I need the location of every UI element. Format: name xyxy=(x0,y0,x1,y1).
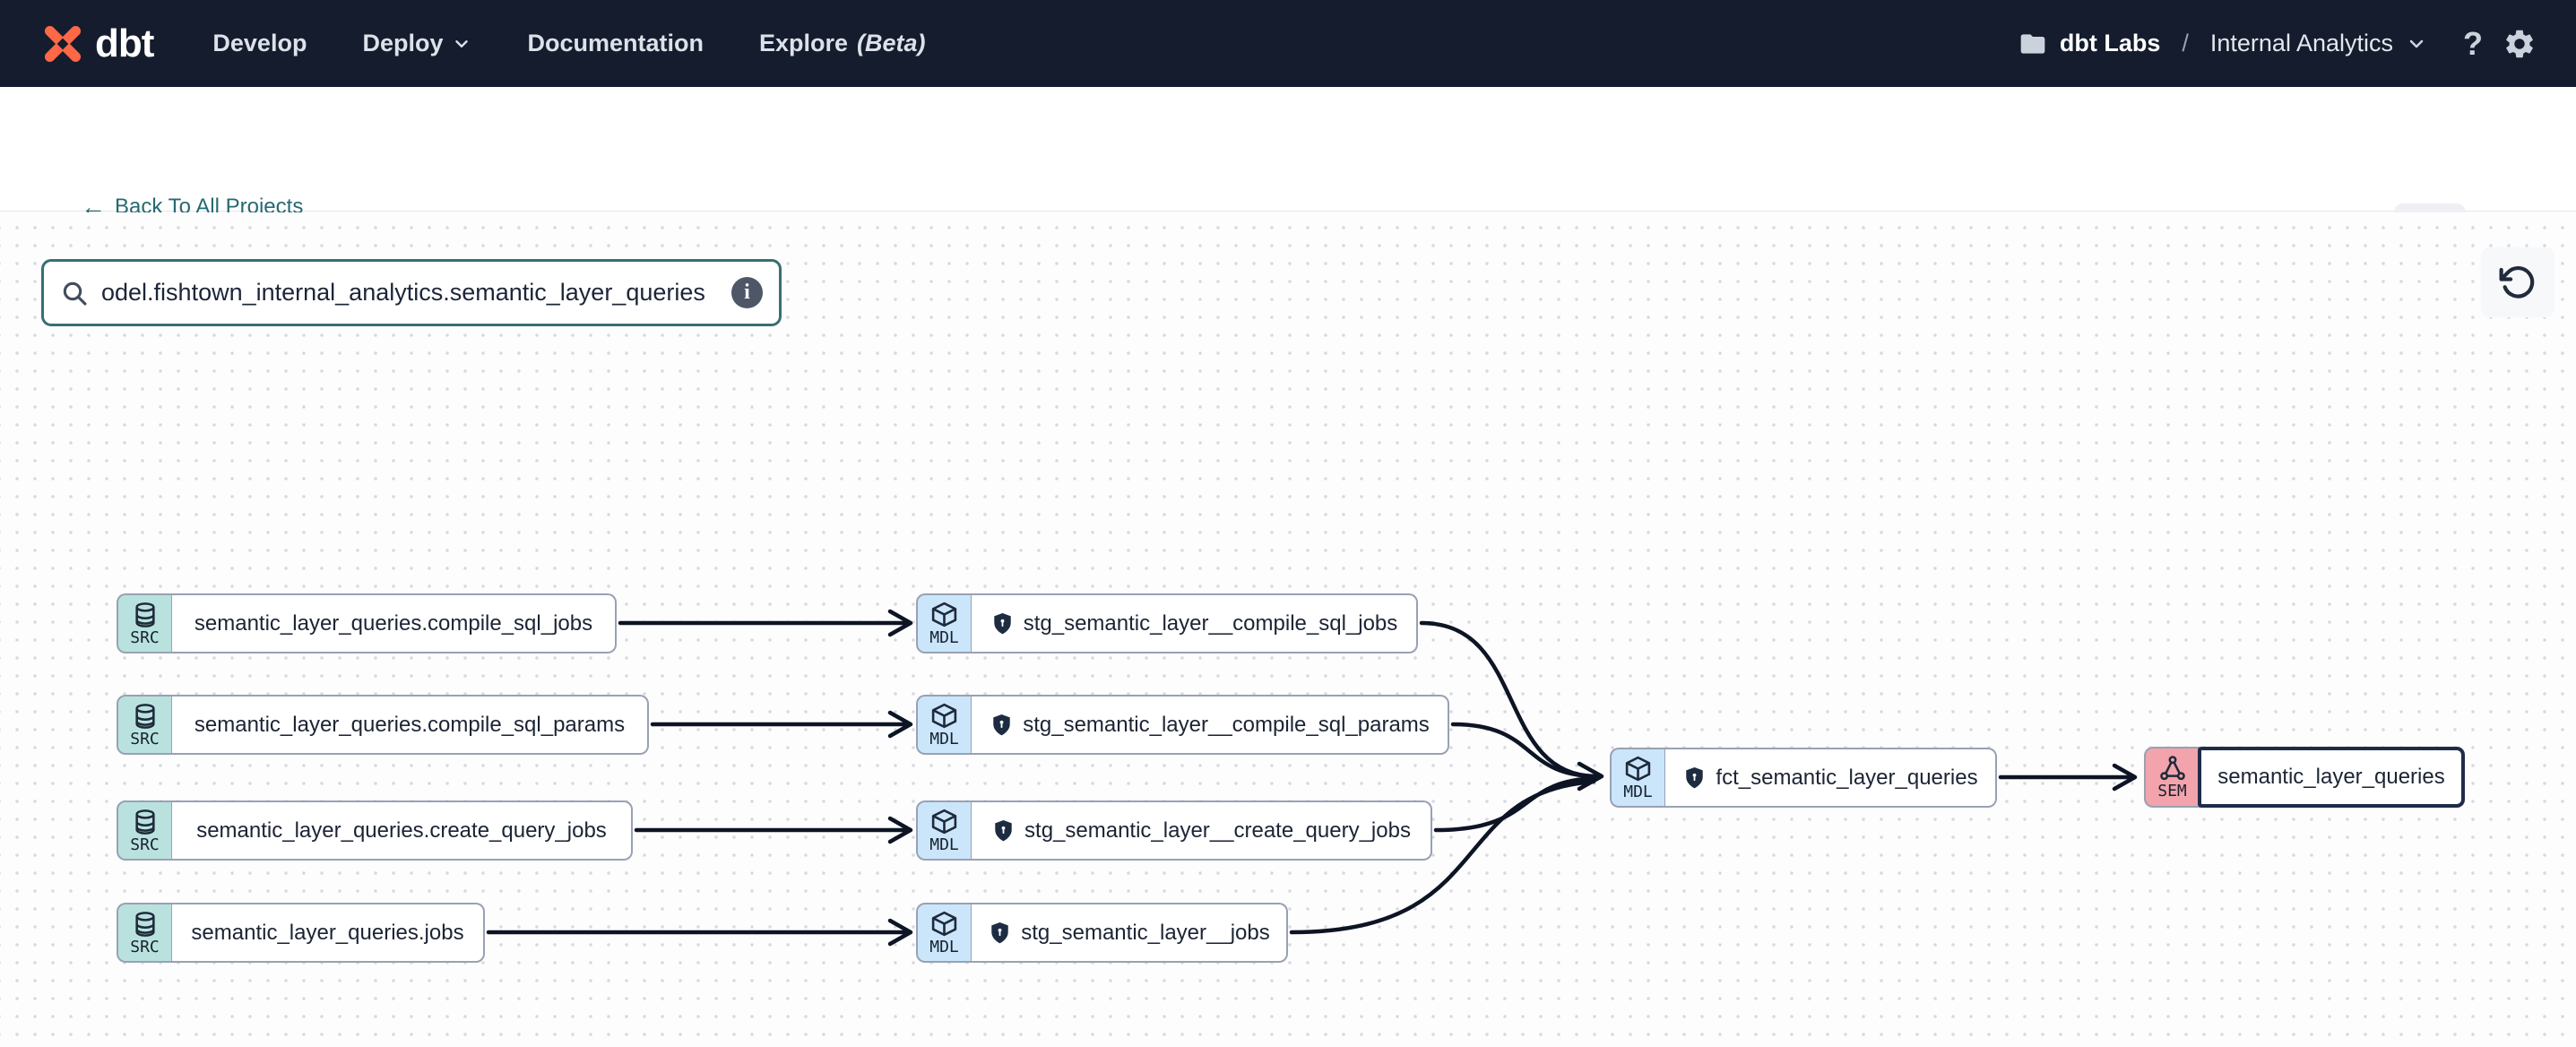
graph-node-stg-jobs[interactable]: MDL stg_semantic_layer__jobs xyxy=(916,903,1288,963)
edge-src-jobs-to-stg xyxy=(486,918,913,947)
node-type-badge: MDL xyxy=(1610,748,1665,808)
lineage-canvas[interactable]: odel.fishtown_internal_analytics.semanti… xyxy=(0,212,2576,1047)
cube-icon xyxy=(929,701,959,731)
node-label: semantic_layer_queries.compile_sql_jobs xyxy=(194,610,593,636)
help-icon[interactable]: ? xyxy=(2463,24,2483,62)
nav-item-explore[interactable]: Explore(Beta) xyxy=(759,30,926,56)
database-icon xyxy=(131,808,160,836)
node-label: stg_semantic_layer__create_query_jobs xyxy=(1024,818,1411,843)
node-type-label: SRC xyxy=(130,729,160,748)
node-body: semantic_layer_queries.compile_sql_jobs xyxy=(172,593,617,653)
shield-icon xyxy=(988,921,1012,945)
reset-view-button[interactable] xyxy=(2481,247,2554,317)
node-type-label: MDL xyxy=(1623,783,1653,801)
nav-items: Develop Deploy Documentation Explore(Bet… xyxy=(212,30,925,57)
node-label: stg_semantic_layer__jobs xyxy=(1021,920,1270,945)
search-query-text: odel.fishtown_internal_analytics.semanti… xyxy=(101,279,705,306)
graph-node-src-create-query-jobs[interactable]: SRC semantic_layer_queries.create_query_j… xyxy=(117,800,633,861)
shield-icon xyxy=(991,818,1016,843)
edge-stg-compile-sql-params-to-fct xyxy=(1450,722,1601,779)
node-type-label: SEM xyxy=(2157,782,2187,800)
edge-stg-create-query-jobs-to-fct xyxy=(1433,775,1601,833)
node-type-badge: SRC xyxy=(117,593,172,653)
database-icon xyxy=(131,601,160,629)
graph-node-src-jobs[interactable]: SRC semantic_layer_queries.jobs xyxy=(117,903,485,963)
node-label: fct_semantic_layer_queries xyxy=(1716,765,1978,790)
graph-node-src-compile-sql-params[interactable]: SRC semantic_layer_queries.compile_sql_pa… xyxy=(117,695,649,755)
node-type-badge: MDL xyxy=(916,903,972,963)
node-label: semantic_layer_queries xyxy=(2217,765,2445,789)
lineage-search-input[interactable]: odel.fishtown_internal_analytics.semanti… xyxy=(41,259,782,326)
chevron-down-icon xyxy=(2406,33,2427,55)
node-type-label: SRC xyxy=(130,937,160,956)
node-type-label: MDL xyxy=(929,628,959,647)
search-icon xyxy=(60,279,89,307)
graph-node-stg-compile-sql-params[interactable]: MDL stg_semantic_layer__compile_sql_param… xyxy=(916,695,1449,755)
edge-src-compile-sql-params-to-stg xyxy=(650,710,913,739)
node-type-label: SRC xyxy=(130,835,160,854)
node-type-badge: SEM xyxy=(2144,747,2200,808)
node-body: semantic_layer_queries.compile_sql_param… xyxy=(172,695,649,755)
shield-icon xyxy=(990,611,1015,636)
node-body: stg_semantic_layer__jobs xyxy=(972,903,1288,963)
node-body: semantic_layer_queries.jobs xyxy=(172,903,485,963)
gear-icon[interactable] xyxy=(2503,27,2537,61)
shield-icon xyxy=(990,713,1014,737)
node-label: stg_semantic_layer__compile_sql_jobs xyxy=(1023,610,1398,636)
edge-src-create-query-jobs-to-stg xyxy=(634,816,913,844)
graph-node-fct-semantic-layer-queries[interactable]: MDL fct_semantic_layer_queries xyxy=(1610,748,1997,808)
node-body: stg_semantic_layer__compile_sql_jobs xyxy=(972,593,1418,653)
brand-text: dbt xyxy=(95,21,154,65)
node-type-badge: MDL xyxy=(916,695,972,755)
cube-icon xyxy=(929,909,959,939)
top-navbar: dbt Develop Deploy Documentation Explore… xyxy=(0,0,2576,87)
node-type-label: MDL xyxy=(929,938,959,956)
node-body: stg_semantic_layer__compile_sql_params xyxy=(972,695,1449,755)
page-header: ← Back To All Projects Internal Analytic… xyxy=(0,87,2576,273)
node-type-label: SRC xyxy=(130,627,160,647)
breadcrumb-separator: / xyxy=(2182,30,2189,56)
database-icon xyxy=(131,702,160,731)
node-type-label: MDL xyxy=(929,730,959,748)
cube-icon xyxy=(929,600,959,629)
node-label: stg_semantic_layer__compile_sql_params xyxy=(1023,712,1430,737)
project-name: Internal Analytics xyxy=(2209,30,2393,56)
edge-src-compile-sql-jobs-to-stg xyxy=(618,609,913,637)
cube-icon xyxy=(929,807,959,836)
node-type-badge: SRC xyxy=(117,903,172,963)
node-body: semantic_layer_queries xyxy=(2198,747,2465,808)
database-icon xyxy=(131,910,160,939)
node-body: stg_semantic_layer__create_query_jobs xyxy=(972,800,1432,861)
node-label: semantic_layer_queries.create_query_jobs xyxy=(196,818,607,843)
shield-icon xyxy=(1682,766,1707,790)
graph-node-sem-semantic-layer-queries[interactable]: SEM semantic_layer_queries xyxy=(2144,747,2465,808)
cube-icon xyxy=(1623,754,1653,783)
edge-fct-to-sem xyxy=(1998,763,2138,792)
node-type-badge: MDL xyxy=(916,800,972,861)
node-type-badge: MDL xyxy=(916,593,972,653)
node-body: fct_semantic_layer_queries xyxy=(1665,748,1997,808)
nav-item-develop[interactable]: Develop xyxy=(212,30,307,56)
nav-item-deploy[interactable]: Deploy xyxy=(362,30,471,57)
graph-node-stg-create-query-jobs[interactable]: MDL stg_semantic_layer__create_query_jobs xyxy=(916,800,1432,861)
rotate-ccw-icon xyxy=(2499,264,2537,301)
node-type-badge: SRC xyxy=(117,695,172,755)
chevron-down-icon xyxy=(452,34,471,54)
account-breadcrumb[interactable]: dbt Labs / Internal Analytics xyxy=(2018,30,2427,58)
node-body: semantic_layer_queries.create_query_jobs xyxy=(172,800,633,861)
node-type-label: MDL xyxy=(929,835,959,854)
nav-item-documentation[interactable]: Documentation xyxy=(527,30,704,56)
dbt-logo[interactable]: dbt xyxy=(39,21,154,67)
graph-node-stg-compile-sql-jobs[interactable]: MDL stg_semantic_layer__compile_sql_jobs xyxy=(916,593,1418,653)
semantic-graph-icon xyxy=(2158,754,2187,783)
node-label: semantic_layer_queries.jobs xyxy=(191,920,464,945)
node-type-badge: SRC xyxy=(117,800,172,861)
account-name: dbt Labs xyxy=(2059,30,2161,56)
graph-node-src-compile-sql-jobs[interactable]: SRC semantic_layer_queries.compile_sql_jo… xyxy=(117,593,617,653)
info-icon[interactable]: i xyxy=(731,277,763,308)
node-label: semantic_layer_queries.compile_sql_param… xyxy=(194,712,626,737)
folder-icon xyxy=(2018,30,2047,58)
dbt-logo-icon xyxy=(39,21,86,67)
